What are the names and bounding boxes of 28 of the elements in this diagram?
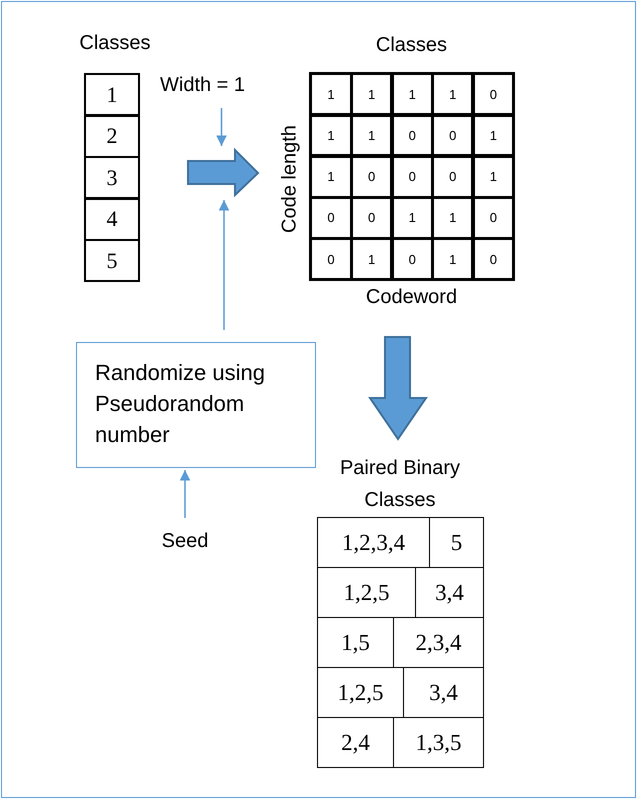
- table-cell: 4: [84, 198, 140, 240]
- column-heading: Classes: [374, 34, 448, 57]
- matrix-cell: 1: [471, 154, 516, 199]
- arrow: [180, 470, 190, 518]
- matrix-cell: 1: [309, 113, 353, 158]
- table-cell: 5: [429, 517, 484, 568]
- table-cell: 5: [84, 239, 140, 282]
- arrow: [216, 108, 227, 146]
- matrix-cell: 0: [471, 72, 516, 116]
- column-heading: Paired Binary Classes: [338, 456, 462, 513]
- table-cell: 2: [84, 114, 140, 158]
- table-cell: 2,4: [317, 717, 394, 768]
- axis-label: Codeword: [364, 286, 458, 309]
- arrow: [218, 200, 230, 330]
- table-cell: 1,2,3,4: [317, 517, 430, 568]
- matrix-cell: 1: [471, 113, 516, 158]
- block-arrow: [368, 336, 428, 442]
- table-cell: 1: [84, 73, 140, 116]
- process-box: Randomize using Pseudorandom number: [76, 342, 316, 468]
- matrix-cell: 1: [309, 72, 353, 116]
- axis-label: Code length: [278, 125, 302, 233]
- block-arrow: [187, 148, 261, 198]
- column-heading: Classes: [78, 32, 152, 55]
- text-label: Seed: [160, 530, 210, 553]
- table-cell: 1,3,5: [393, 717, 484, 768]
- matrix-cell: 1: [309, 154, 353, 199]
- table-cell: 3: [84, 156, 140, 199]
- text-label: Width = 1: [160, 74, 246, 97]
